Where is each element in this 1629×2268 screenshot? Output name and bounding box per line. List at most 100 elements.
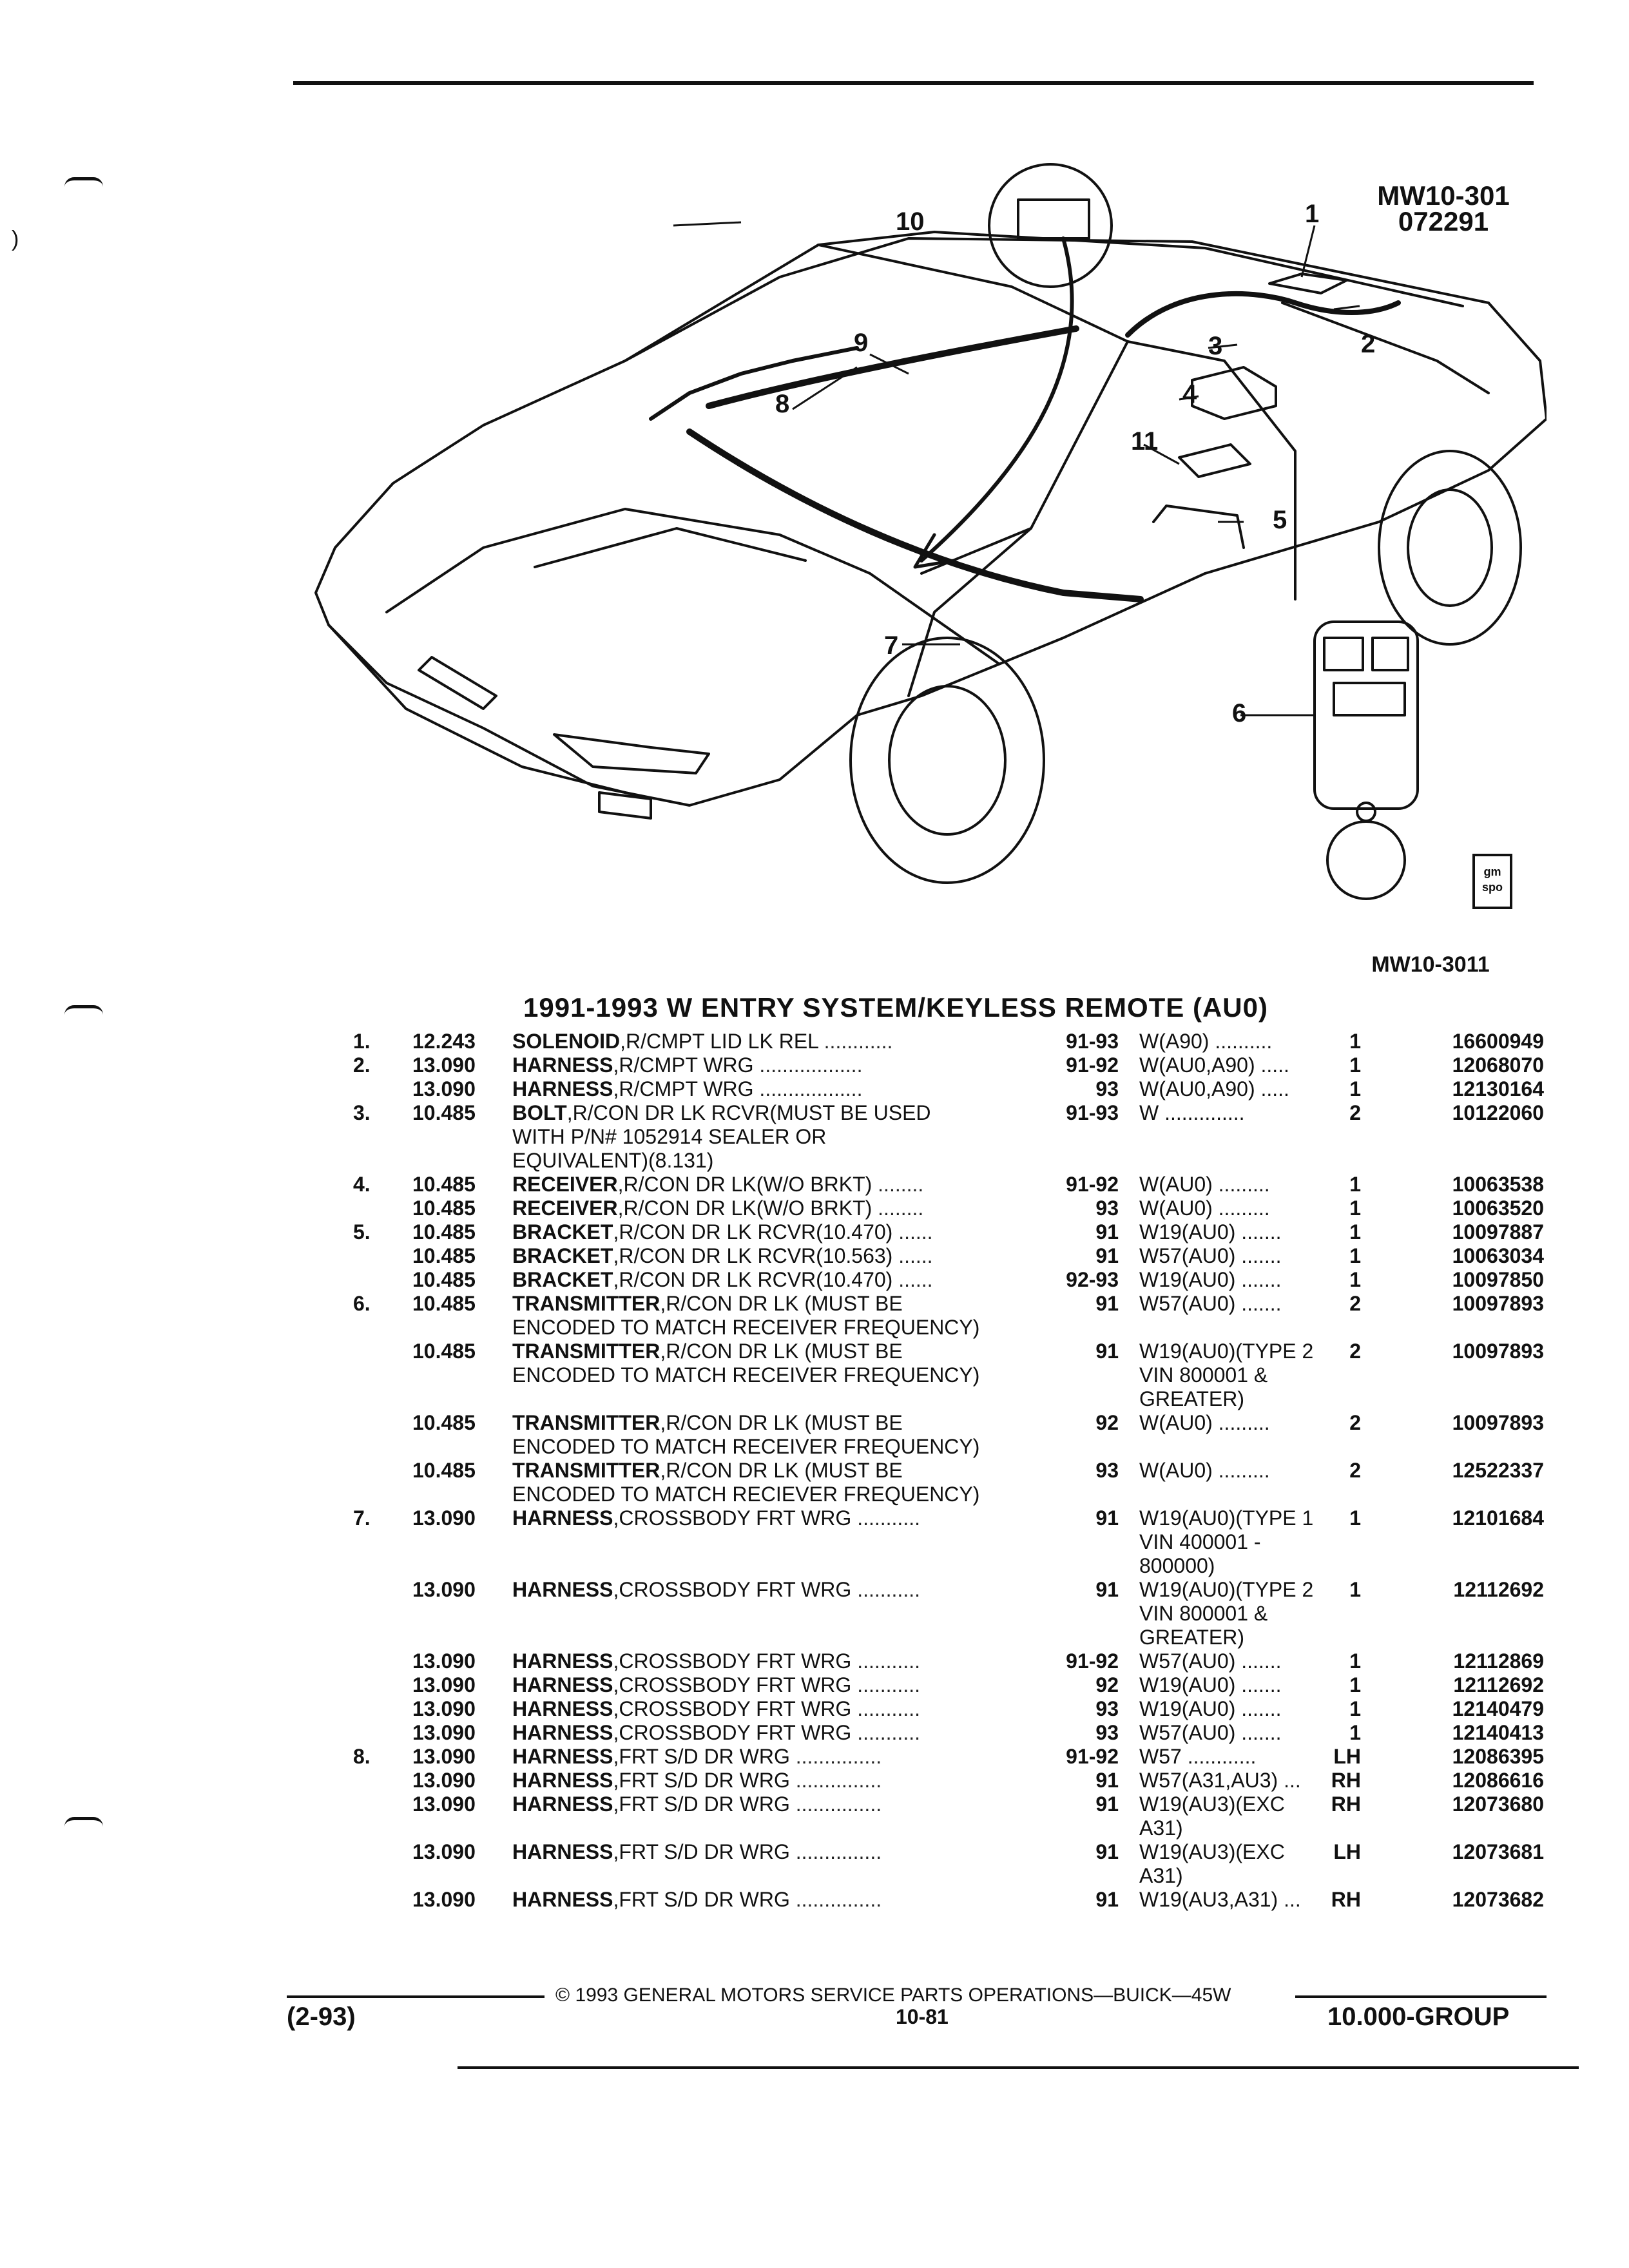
quantity: 2 bbox=[1349, 1101, 1361, 1124]
leader-dots: ........... bbox=[851, 1506, 920, 1530]
top-rule bbox=[293, 81, 1534, 85]
leader-line bbox=[1143, 443, 1180, 465]
callout-1: 1 bbox=[1305, 200, 1320, 228]
quantity: 1 bbox=[1349, 1268, 1361, 1291]
model-years: 93 bbox=[1095, 1721, 1119, 1744]
model-usage: W57(A31,AU3) ... bbox=[1139, 1769, 1301, 1792]
part-number: 12140479 bbox=[1452, 1697, 1544, 1720]
leader-dots: ...... bbox=[892, 1220, 933, 1244]
model-usage: W19(AU0)(TYPE 1 bbox=[1139, 1506, 1314, 1530]
part-name: HARNESS bbox=[512, 1053, 613, 1077]
quantity: 1 bbox=[1349, 1721, 1361, 1744]
locator-arrowhead bbox=[913, 533, 956, 569]
part-number: 12112692 bbox=[1453, 1673, 1544, 1696]
group-number: 13.090 bbox=[412, 1721, 476, 1744]
leader-dots: ........... bbox=[851, 1578, 920, 1601]
model-years: 91 bbox=[1095, 1220, 1119, 1244]
parts-row: GREATER) bbox=[0, 1387, 1629, 1411]
model-usage: W19(AU3)(EXC bbox=[1139, 1792, 1285, 1816]
part-name: HARNESS bbox=[512, 1745, 613, 1768]
part-name: HARNESS bbox=[512, 1721, 613, 1744]
item-number: 1. bbox=[353, 1030, 371, 1053]
part-number: 12086616 bbox=[1452, 1769, 1544, 1792]
item-number: 2. bbox=[353, 1053, 371, 1077]
part-number: 12140413 bbox=[1452, 1721, 1544, 1744]
model-usage: W57(AU0) ....... bbox=[1139, 1244, 1282, 1267]
part-detail: ,R/CON DR LK RCVR(10.470) bbox=[613, 1220, 893, 1244]
model-usage: W(AU0) ......... bbox=[1139, 1173, 1270, 1196]
part-number: 12068070 bbox=[1452, 1053, 1544, 1077]
badge-top-text: gm bbox=[1483, 865, 1501, 878]
part-number: 10097893 bbox=[1452, 1292, 1544, 1315]
parts-row: A31) bbox=[0, 1816, 1629, 1840]
part-number: 10097850 bbox=[1452, 1268, 1544, 1291]
receiver-bracket bbox=[1152, 505, 1245, 549]
model-years: 92 bbox=[1095, 1673, 1119, 1696]
part-detail: ,FRT S/D DR WRG bbox=[613, 1792, 790, 1816]
part-description: HARNESS,CROSSBODY FRT WRG ........... bbox=[512, 1649, 920, 1673]
leader-dots: ............... bbox=[789, 1888, 882, 1911]
part-name: HARNESS bbox=[512, 1673, 613, 1696]
group-number: 13.090 bbox=[412, 1673, 476, 1696]
hood-line bbox=[385, 508, 1000, 665]
callout-5: 5 bbox=[1273, 506, 1287, 534]
grille bbox=[418, 656, 497, 710]
page-number: 10-81 bbox=[896, 2005, 949, 2028]
model-years: 91 bbox=[1095, 1340, 1119, 1363]
part-name: TRANSMITTER bbox=[512, 1292, 660, 1315]
part-description: HARNESS,R/CMPT WRG .................. bbox=[512, 1053, 862, 1077]
roof-line bbox=[817, 231, 1464, 307]
part-description: HARNESS,CROSSBODY FRT WRG ........... bbox=[512, 1506, 920, 1530]
front-bumper bbox=[327, 624, 652, 800]
remote-button bbox=[1371, 637, 1409, 671]
part-number: 12112692 bbox=[1453, 1578, 1544, 1601]
quantity: 1 bbox=[1349, 1649, 1361, 1673]
part-detail: WITH P/N# 1052914 SEALER OR bbox=[512, 1125, 827, 1148]
model-usage: W57(AU0) ....... bbox=[1139, 1721, 1282, 1744]
item-number: 4. bbox=[353, 1173, 371, 1196]
part-description: RECEIVER,R/CON DR LK(W/O BRKT) ........ bbox=[512, 1196, 923, 1220]
group-number: 12.243 bbox=[412, 1030, 476, 1053]
figure-ref-code: MW10-301 bbox=[1377, 180, 1510, 211]
callout-9: 9 bbox=[854, 329, 869, 357]
leader-dots: ............... bbox=[789, 1745, 882, 1768]
model-years: 91 bbox=[1095, 1840, 1119, 1863]
leader-dots: .................. bbox=[753, 1053, 863, 1077]
part-detail: ,R/CMPT WRG bbox=[613, 1077, 754, 1100]
parts-row: EQUIVALENT)(8.131) bbox=[0, 1149, 1629, 1173]
group-number: 13.090 bbox=[412, 1053, 476, 1077]
leader-line bbox=[792, 366, 858, 410]
leader-dots: ............... bbox=[789, 1792, 882, 1816]
footer-rule-right bbox=[1295, 1995, 1547, 1998]
parts-row: ENCODED TO MATCH RECEIVER FREQUENCY) bbox=[0, 1435, 1629, 1459]
door-harness bbox=[649, 346, 859, 421]
part-detail: ENCODED TO MATCH RECEIVER FREQUENCY) bbox=[512, 1435, 980, 1458]
rear-wheel bbox=[1378, 450, 1522, 646]
model-years: 93 bbox=[1095, 1196, 1119, 1220]
parts-row: GREATER) bbox=[0, 1626, 1629, 1649]
part-detail: ,R/CON DR LK RCVR(MUST BE USED bbox=[566, 1101, 931, 1124]
quantity: RH bbox=[1331, 1792, 1361, 1816]
part-name: RECEIVER bbox=[512, 1196, 618, 1220]
trunk-harness bbox=[1125, 291, 1401, 338]
part-detail: ,R/CMPT LID LK REL bbox=[620, 1030, 818, 1053]
part-name: TRANSMITTER bbox=[512, 1411, 660, 1434]
group-number: 13.090 bbox=[412, 1769, 476, 1792]
part-name: SOLENOID bbox=[512, 1030, 621, 1053]
model-usage: W19(AU0) ....... bbox=[1139, 1673, 1282, 1696]
part-number: 10097893 bbox=[1452, 1340, 1544, 1363]
part-detail: ,CROSSBODY FRT WRG bbox=[613, 1697, 852, 1720]
leader-dots: ............... bbox=[789, 1840, 882, 1863]
part-number: 12073682 bbox=[1452, 1888, 1544, 1911]
model-usage: GREATER) bbox=[1139, 1626, 1244, 1649]
part-number: 12073680 bbox=[1452, 1792, 1544, 1816]
